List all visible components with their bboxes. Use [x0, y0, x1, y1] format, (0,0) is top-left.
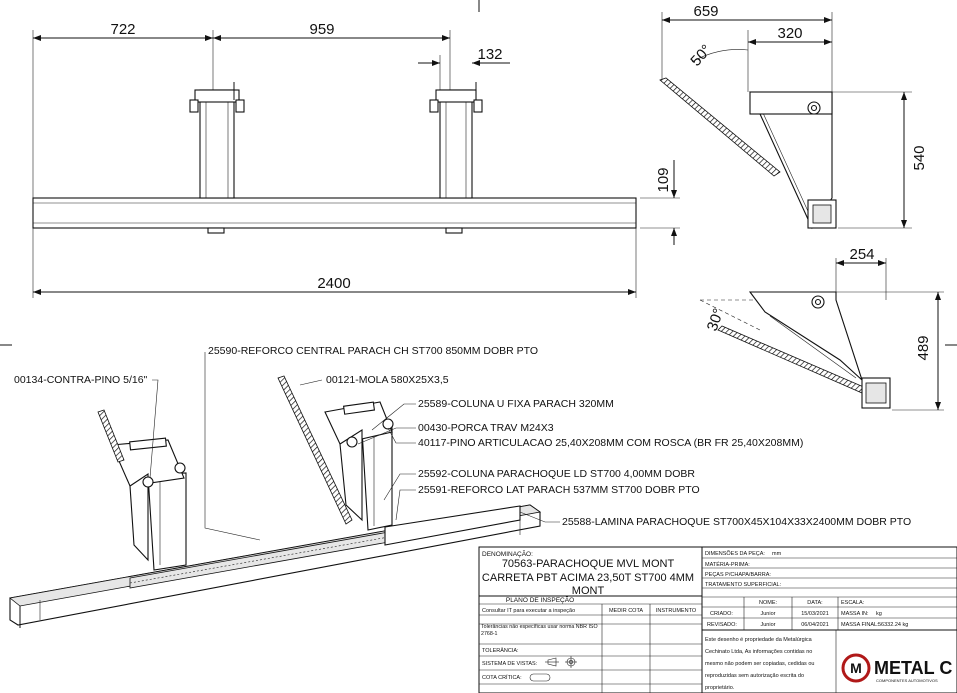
- hdr-escala: ESCALA:: [841, 600, 865, 606]
- tolerancia-label: TOLERÂNCIA:: [482, 647, 519, 654]
- title-block: DENOMINAÇÃO: 70563-PARACHOQUE MVL MONT C…: [478, 546, 957, 693]
- callout-40117: 40117-PINO ARTICULACAO 25,40X208MM COM R…: [418, 437, 803, 449]
- callout-00134: 00134-CONTRA-PINO 5/16": [14, 374, 148, 386]
- consultar-it: Consultar IT para executar a inspeção: [482, 608, 575, 614]
- metal-logo: M METAL C COMPONENTES AUTOMOTIVOS: [841, 653, 952, 683]
- dim-320: 320: [777, 25, 802, 42]
- callout-00430: 00430-PORCA TRAV M24X3: [418, 422, 554, 434]
- critical-dim-symbol-icon: [529, 673, 551, 682]
- callout-00121: 00121-MOLA 580X25X3,5: [326, 374, 449, 386]
- front-view: 722 959 132 2400 109: [32, 21, 680, 298]
- logo-subtext: COMPONENTES AUTOMOTIVOS: [876, 678, 938, 683]
- dim-489: 489: [915, 335, 932, 360]
- dim-angle-30: 30°: [704, 306, 728, 333]
- criado-label: CRIADO:: [710, 611, 733, 617]
- pecas-label: PEÇAS P/CHAPA/BARRA:: [705, 572, 771, 578]
- ownership-note-line2: Cechinato Ltda, As informações contidas …: [705, 649, 812, 655]
- dim-angle-50: 50°: [687, 41, 715, 69]
- side-view-bottom: 30° 254 489: [699, 246, 944, 411]
- dim-659: 659: [693, 3, 718, 20]
- massa-in-unit: kg: [876, 611, 882, 617]
- callout-25590: 25590-REFORCO CENTRAL PARACH CH ST700 85…: [208, 345, 538, 357]
- tratamento-label: TRATAMENTO SUPERFICIAL:: [705, 582, 782, 588]
- callout-25591: 25591-REFORCO LAT PARACH 537MM ST700 DOB…: [418, 484, 700, 496]
- ownership-note-line3: mesmo não podem ser copiadas, cedidas ou: [705, 661, 814, 667]
- dim-722: 722: [110, 21, 135, 38]
- callout-25592: 25592-COLUNA PARACHOQUE LD ST700 4,00MM …: [418, 468, 695, 480]
- side-view-top: 50° 659 320 540: [659, 3, 928, 230]
- dim-540: 540: [911, 145, 928, 170]
- instrumento: INSTRUMENTO: [656, 608, 697, 614]
- ownership-note-line5: proprietário.: [705, 685, 735, 691]
- dim-2400: 2400: [317, 275, 350, 292]
- callout-25588: 25588-LAMINA PARACHOQUE ST700X45X104X33X…: [562, 516, 911, 528]
- dim-109: 109: [655, 167, 672, 192]
- drawing-title-line1: 70563-PARACHOQUE MVL MONT: [502, 558, 675, 570]
- dim-peca-unit: mm: [772, 551, 782, 557]
- dim-959: 959: [309, 21, 334, 38]
- criado-nome: Junior: [761, 611, 776, 617]
- logo-text: METAL C: [874, 658, 952, 678]
- hdr-data: DATA:: [807, 600, 823, 606]
- dim-254: 254: [849, 246, 874, 263]
- sistema-vistas-label: SISTEMA DE VISTAS:: [482, 661, 538, 667]
- isometric-view: 25590-REFORCO CENTRAL PARACH CH ST700 85…: [9, 345, 911, 628]
- drawing-title-line3: MONT: [572, 585, 605, 597]
- ownership-note-line4: reproduzidas sem autorização escrita do: [705, 673, 804, 679]
- revisado-data: 06/04/2021: [801, 622, 829, 628]
- projection-symbol-icon: [545, 656, 577, 668]
- dim-peca-label: DIMENSÕES DA PEÇA:: [705, 550, 765, 557]
- plano-inspecao: PLANO DE INSPEÇÃO: [506, 595, 574, 604]
- tolerancias-nbr: Tolerâncias não específicas usar norma N…: [481, 624, 598, 637]
- massa-final-label: MASSA FINAL:: [841, 622, 879, 628]
- hdr-nome: NOME:: [759, 600, 778, 606]
- materia-prima-label: MATÉRIA-PRIMA:: [705, 561, 750, 568]
- revisado-nome: Junior: [761, 622, 776, 628]
- medir-cota: MEDIR COTA: [609, 608, 643, 614]
- drawing-title-line2: CARRETA PBT ACIMA 23,50T ST700 4MM: [482, 572, 694, 584]
- revisado-label: REVISADO:: [707, 622, 737, 628]
- callout-25589: 25589-COLUNA U FIXA PARACH 320MM: [418, 398, 614, 410]
- ownership-note-line1: Este desenho é propriedade da Metalúrgic…: [705, 637, 813, 643]
- criado-data: 15/03/2021: [801, 611, 829, 617]
- denominacao-label: DENOMINAÇÃO:: [482, 549, 533, 558]
- dim-132: 132: [477, 46, 502, 63]
- cota-critica-label: COTA CRÍTICA:: [482, 674, 522, 681]
- massa-final-value: 56332.24 kg: [878, 622, 908, 628]
- massa-in-label: MASSA IN:: [841, 611, 869, 617]
- logo-letter: M: [850, 660, 862, 676]
